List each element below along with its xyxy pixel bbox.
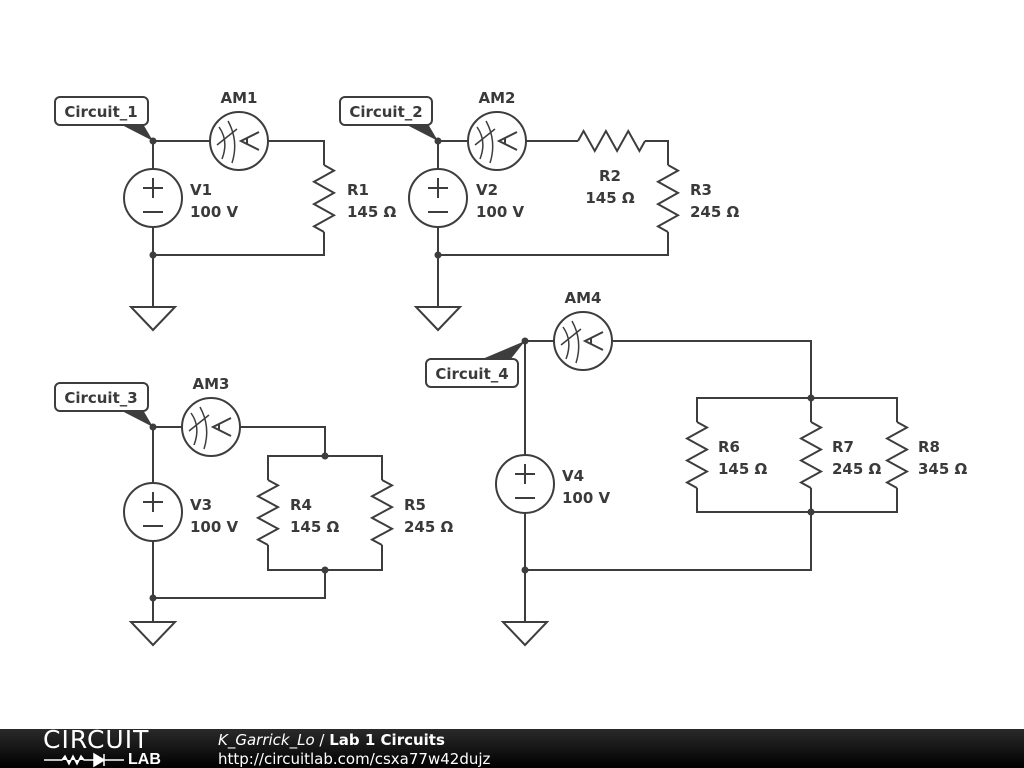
resistor-value: 145 Ω bbox=[585, 189, 635, 207]
junction-dot bbox=[321, 452, 329, 460]
ammeter-a-icon bbox=[210, 417, 232, 437]
circuit-url[interactable]: http://circuitlab.com/csxa77w42dujz bbox=[218, 750, 491, 768]
resistor-name: R1 bbox=[347, 181, 369, 199]
source-value: 100 V bbox=[190, 203, 239, 221]
ammeter-dial-icon bbox=[474, 120, 496, 164]
ammeter-dial-icon bbox=[216, 120, 238, 164]
resistor-value: 145 Ω bbox=[347, 203, 397, 221]
resistor[interactable] bbox=[684, 421, 710, 489]
wire[interactable] bbox=[438, 232, 669, 256]
footer-bar: CIRCUIT LAB K_Garrick_Lo / Lab 1 Circuit… bbox=[0, 725, 1024, 768]
resistor[interactable] bbox=[798, 421, 824, 489]
source-name: V2 bbox=[476, 181, 498, 199]
resistor-value: 145 Ω bbox=[290, 518, 340, 536]
ground-icon bbox=[413, 306, 463, 332]
ammeter-label: AM3 bbox=[193, 375, 230, 393]
separator: / bbox=[319, 731, 325, 749]
resistor-name: R8 bbox=[918, 438, 940, 456]
resistor[interactable] bbox=[884, 421, 910, 489]
junction-dot bbox=[149, 251, 157, 259]
resistor[interactable] bbox=[655, 164, 681, 233]
resistor-name: R6 bbox=[718, 438, 740, 456]
junction-dot bbox=[434, 251, 442, 259]
schematic-canvas: AM1 V1 100 V R1 145 Ω AM2 V2 100 V R2 14… bbox=[54, 89, 968, 647]
source-value: 100 V bbox=[476, 203, 525, 221]
wire[interactable] bbox=[525, 512, 812, 571]
plus-minus-icon bbox=[428, 178, 448, 213]
ammeter-label: AM2 bbox=[479, 89, 516, 107]
net-tag-label: Circuit_4 bbox=[435, 365, 508, 383]
components bbox=[123, 111, 910, 647]
junction-dot bbox=[807, 394, 815, 402]
junction-dot bbox=[807, 508, 815, 516]
plus-minus-icon bbox=[143, 178, 163, 213]
wire[interactable] bbox=[153, 570, 326, 599]
ammeter-a-icon bbox=[582, 331, 604, 351]
ammeter-a-icon bbox=[496, 131, 518, 151]
resistor-name: R7 bbox=[832, 438, 854, 456]
resistor-name: R5 bbox=[404, 496, 426, 514]
net-tag-label: Circuit_1 bbox=[64, 103, 137, 121]
wire[interactable] bbox=[268, 140, 325, 165]
ammeter-a-icon bbox=[238, 131, 260, 151]
ammeter-dial-icon bbox=[188, 406, 210, 450]
resistor-value: 245 Ω bbox=[832, 460, 882, 478]
resistor-value: 345 Ω bbox=[918, 460, 968, 478]
ground-icon bbox=[128, 621, 178, 647]
wire[interactable] bbox=[696, 488, 898, 513]
circuit-title[interactable]: Lab 1 Circuits bbox=[329, 731, 445, 749]
ground-icon bbox=[128, 306, 178, 332]
wire[interactable] bbox=[645, 140, 669, 165]
plus-minus-icon bbox=[143, 492, 163, 527]
net-tag-label: Circuit_3 bbox=[64, 389, 137, 407]
resistor-name: R4 bbox=[290, 496, 312, 514]
source-name: V4 bbox=[562, 467, 584, 485]
source-name: V1 bbox=[190, 181, 212, 199]
wire[interactable] bbox=[267, 545, 383, 571]
net-tag-label: Circuit_2 bbox=[349, 103, 422, 121]
net-tag-circuit-1[interactable]: Circuit_1 bbox=[54, 96, 153, 141]
wire[interactable] bbox=[612, 340, 812, 398]
ammeter-label: AM4 bbox=[565, 289, 602, 307]
resistor-value: 245 Ω bbox=[690, 203, 740, 221]
resistor[interactable] bbox=[577, 128, 646, 154]
resistor[interactable] bbox=[369, 479, 395, 546]
resistor-name: R2 bbox=[599, 167, 621, 185]
wire[interactable] bbox=[153, 232, 325, 256]
circuitlab-logo[interactable]: CIRCUIT bbox=[43, 725, 150, 754]
net-tag-circuit-2[interactable]: Circuit_2 bbox=[339, 96, 438, 141]
source-value: 100 V bbox=[562, 489, 611, 507]
junction-dot bbox=[149, 594, 157, 602]
ground-icon bbox=[500, 621, 550, 647]
logo-lab-text: LAB bbox=[128, 751, 161, 768]
circuit-title-line: K_Garrick_Lo / Lab 1 Circuits bbox=[218, 731, 445, 749]
net-tag-circuit-3[interactable]: Circuit_3 bbox=[54, 382, 153, 427]
resistor[interactable] bbox=[311, 164, 337, 233]
ammeter-label: AM1 bbox=[221, 89, 258, 107]
resistor-value: 145 Ω bbox=[718, 460, 768, 478]
net-tag-circuit-4[interactable]: Circuit_4 bbox=[425, 341, 525, 388]
wire[interactable] bbox=[240, 426, 326, 456]
author-link[interactable]: K_Garrick_Lo bbox=[218, 731, 315, 749]
junction-dot bbox=[321, 566, 329, 574]
ammeter-dial-icon bbox=[560, 320, 582, 364]
resistor[interactable] bbox=[255, 479, 281, 546]
logo-resistor-diode-icon bbox=[44, 752, 124, 768]
plus-minus-icon bbox=[515, 464, 535, 499]
resistor-value: 245 Ω bbox=[404, 518, 454, 536]
wire[interactable] bbox=[267, 455, 383, 480]
junction-dot bbox=[521, 566, 529, 574]
source-name: V3 bbox=[190, 496, 212, 514]
source-value: 100 V bbox=[190, 518, 239, 536]
wire[interactable] bbox=[696, 397, 898, 422]
resistor-name: R3 bbox=[690, 181, 712, 199]
